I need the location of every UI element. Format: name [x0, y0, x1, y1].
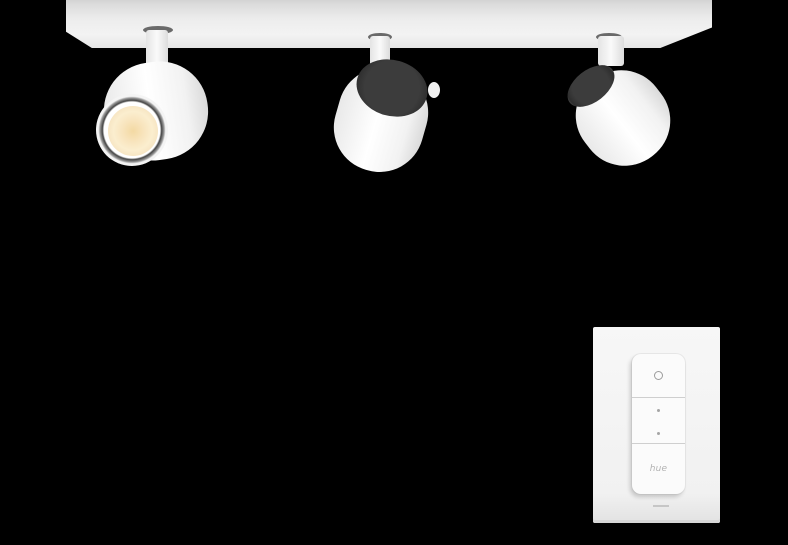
dimmer-hue-button: hue [632, 444, 685, 494]
brighten-dot-icon [657, 409, 660, 412]
spotlight-center-knob [428, 82, 440, 98]
power-icon [654, 371, 663, 380]
spotlight-right-body [557, 52, 689, 184]
spotlight-right-stem [598, 36, 624, 66]
hue-logo: hue [649, 464, 668, 474]
dimmer-wall-plate-logo [653, 505, 669, 507]
dimmer-power-button [632, 354, 685, 398]
dimmer-brighten-button [632, 398, 685, 423]
spotlight-left-lens [108, 106, 158, 156]
dimmer-dim-button [632, 423, 685, 444]
dim-dot-icon [657, 431, 660, 435]
dimmer-remote: hue [632, 354, 685, 494]
